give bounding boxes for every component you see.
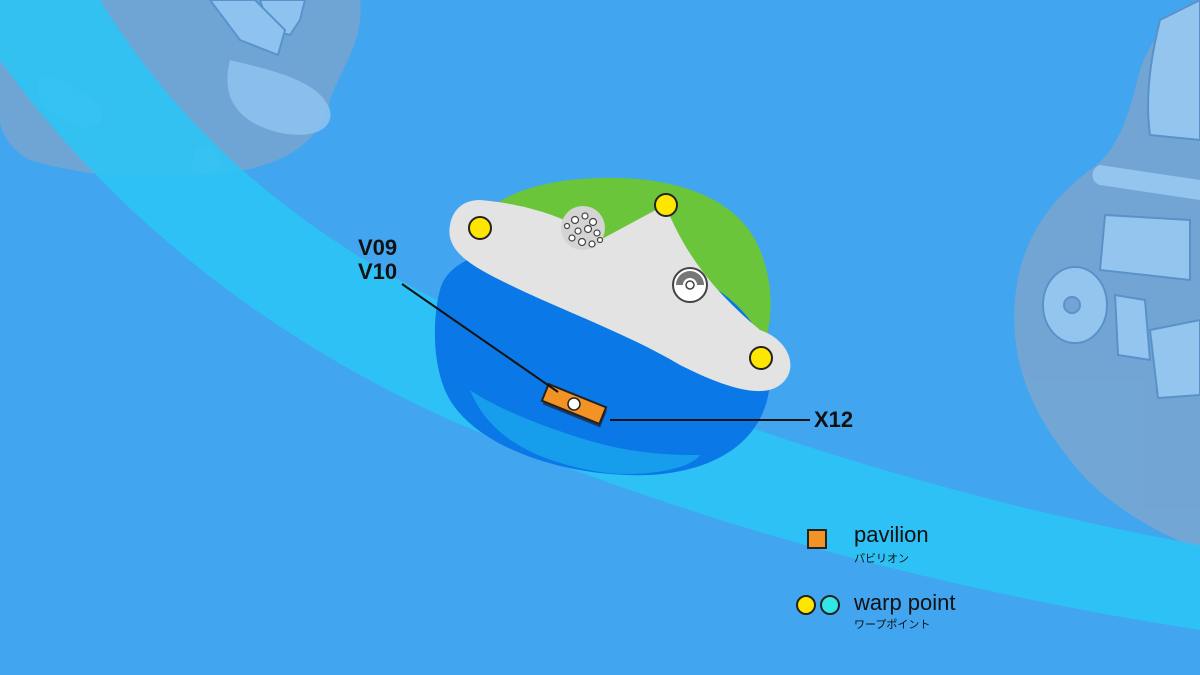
landmass-right: [1014, 0, 1200, 550]
label-v09: V09: [358, 235, 398, 260]
label-x12: X12: [814, 407, 854, 432]
warp-circles-icon: [796, 595, 840, 615]
orange-square-icon: [807, 529, 827, 549]
island: [434, 177, 791, 476]
warp-point-west[interactable]: [468, 216, 492, 240]
legend-pavilion-subtitle: パビリオン: [854, 552, 909, 565]
legend-pavilion-title: pavilion: [854, 522, 929, 547]
river-band: [0, 0, 1200, 630]
pavilion-marker[interactable]: [540, 382, 608, 428]
leader-line-v09-v10: [401, 283, 559, 393]
label-v10: V10: [358, 259, 398, 284]
legend-warp-subtitle: ワープポイント: [854, 618, 931, 631]
warp-point-east[interactable]: [749, 346, 773, 370]
legend-warp-title: warp point: [854, 590, 956, 615]
warp-point-north[interactable]: [654, 193, 678, 217]
emblem-icon: [672, 267, 708, 303]
plaza: [449, 200, 791, 392]
